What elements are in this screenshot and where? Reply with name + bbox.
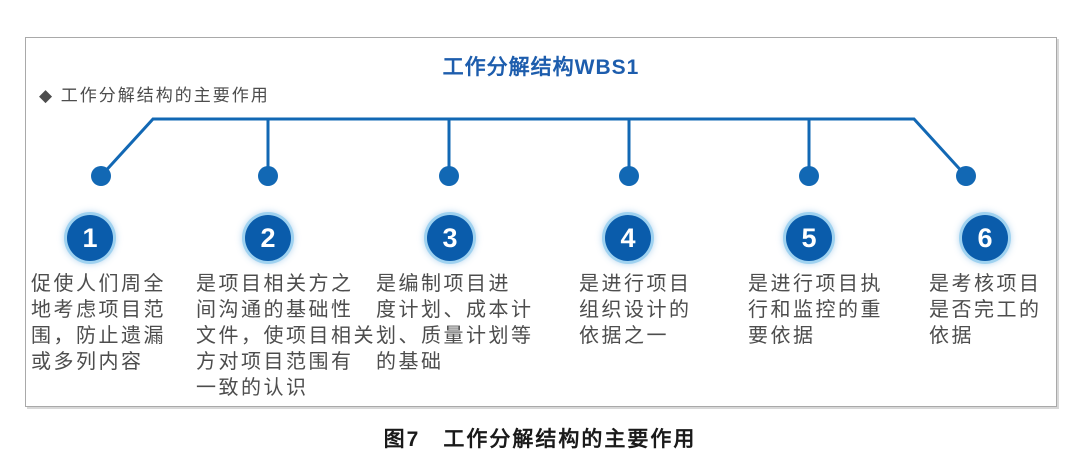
step-number: 5 (801, 222, 817, 253)
step-circle-3: 3 (427, 215, 473, 261)
step-circle-2: 2 (245, 215, 291, 261)
figure-caption: 图7 工作分解结构的主要作用 (383, 428, 697, 451)
step-circle-6: 6 (962, 215, 1008, 261)
branch-lines (99, 117, 968, 178)
step-number: 6 (977, 222, 993, 253)
step-number: 4 (620, 222, 636, 253)
step-description-5: 是进行项目执 行和监控的重 要依据 (748, 273, 883, 347)
step-circle-1: 1 (67, 215, 113, 261)
step-description-1: 促使人们周全 地考虑项目范 围，防止遗漏 或多列内容 (31, 273, 166, 373)
step-description-4: 是进行项目 组织设计的 依据之一 (579, 273, 692, 347)
step-number: 3 (442, 222, 458, 253)
step-description-2: 是项目相关方之 间沟通的基础性 文件，使项目相关 方对项目范围有 一致的认识 (196, 273, 376, 399)
branch-dots (91, 166, 976, 186)
step-description-3: 是编制项目进 度计划、成本计 划、质量计划等 的基础 (376, 273, 534, 373)
wbs-diagram-panel: 工作分解结构WBS1 ◆ 工作分解结构的主要作用 1 2 (25, 37, 1057, 407)
step-number: 1 (82, 222, 98, 253)
diagram-title: 工作分解结构WBS1 (442, 56, 640, 79)
step-circle-4: 4 (605, 215, 651, 261)
diagram-subtitle-bullet: ◆ 工作分解结构的主要作用 (39, 86, 270, 105)
connector-lines (91, 117, 976, 186)
step-number: 2 (260, 222, 276, 253)
step-description-6: 是考核项目 是否完工的 依据 (929, 273, 1042, 347)
step-circle-5: 5 (786, 215, 832, 261)
